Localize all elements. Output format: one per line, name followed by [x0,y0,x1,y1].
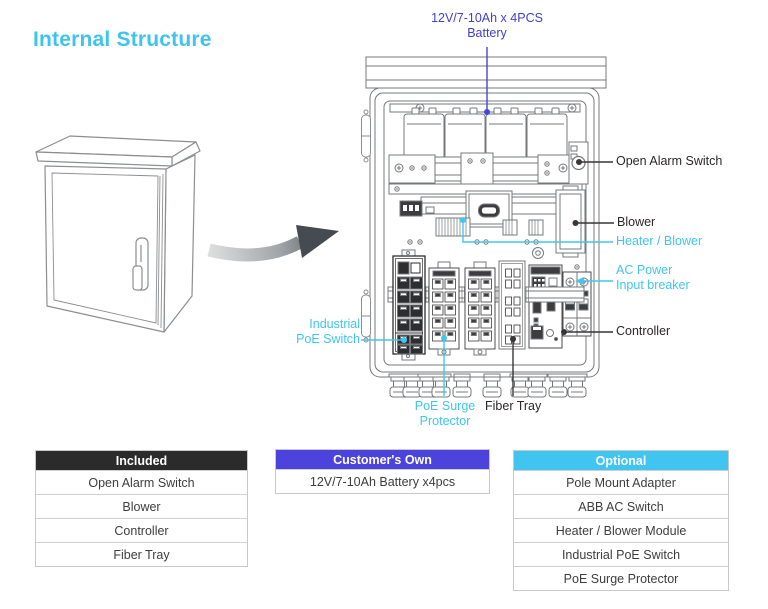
callout-controller: Controller [616,324,671,338]
table-row: Open Alarm Switch [36,470,247,494]
included-table: Included Open Alarm Switch Blower Contro… [35,450,248,567]
fiber-tray-leader [510,336,516,396]
hinge-bottom [361,289,371,343]
callout-battery: 12V/7-10Ah x 4PCS Battery [431,11,543,40]
controller-unit [528,264,563,349]
internal-view [361,56,607,398]
controller-leader [561,329,613,335]
callout-open-alarm-switch: Open Alarm Switch [616,154,723,168]
open-alarm-leader [576,159,613,165]
surge-protector-leader [441,335,447,396]
callout-fiber-tray: Fiber Tray [485,399,542,413]
optional-table: Optional Pole Mount Adapter ABB AC Switc… [513,450,729,591]
cable-glands [388,373,588,398]
callout-blower: Blower [617,215,656,229]
customers-own-table: Customer's Own 12V/7-10Ah Battery x4pcs [275,449,490,494]
poe-switch-leader [361,337,407,343]
table-row: Pole Mount Adapter [514,470,728,494]
table-row: Controller [36,518,247,542]
cabinet-door-handle [132,237,149,291]
pole-mount-bracket [365,56,607,89]
page-title: Internal Structure [33,28,212,51]
table-row: Industrial PoE Switch [514,542,728,566]
leader-lines [361,47,614,396]
table-row: ABB AC Switch [514,494,728,518]
optional-table-header: Optional [514,451,728,470]
table-row: PoE Surge Protector [514,566,728,590]
blower-leader [572,220,614,226]
fiber-tray-unit [498,260,526,350]
poe-surge-protector-unit-2 [465,262,495,355]
ac-power-leader [575,277,613,285]
hinge-top [361,109,371,163]
industrial-poe-switch-unit [392,249,426,361]
cutaway-arrow-icon [207,225,339,262]
table-row: 12V/7-10Ah Battery x4pcs [276,469,489,493]
callout-industrial-poe-switch: Industrial PoE Switch [296,317,360,346]
table-row: Fiber Tray [36,542,247,566]
customers-own-table-header: Customer's Own [276,450,489,469]
callout-poe-surge-protector: PoE Surge Protector [414,399,476,428]
battery-leader [484,47,490,115]
table-row: Blower [36,494,247,518]
included-table-header: Included [36,451,247,470]
blower-unit [555,185,586,258]
table-row: Heater / Blower Module [514,518,728,542]
cabinet-drawing [35,135,201,333]
heater-blower-leader [460,217,613,243]
heater-blower-module [399,190,580,270]
callout-heater-blower: Heater / Blower [616,234,703,248]
ac-power-input-breaker [562,271,592,337]
callout-ac-power-input-breaker: AC Power Input breaker [616,263,690,292]
